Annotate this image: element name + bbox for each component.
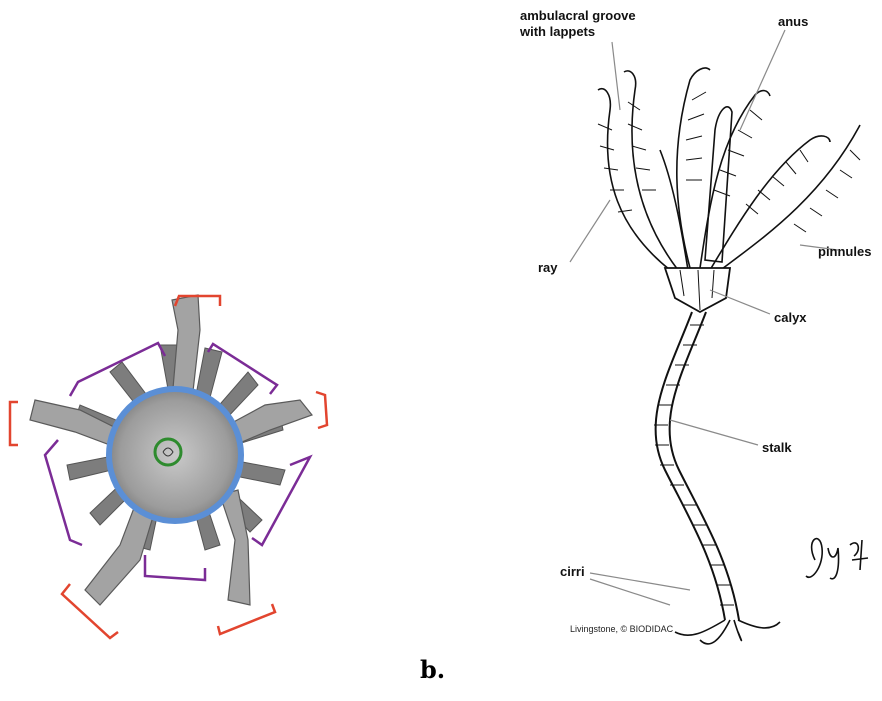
leader-stalk — [670, 420, 758, 445]
stalk-columnals — [654, 325, 734, 605]
crown-arms — [598, 68, 860, 272]
bracket-lower-right — [218, 604, 275, 634]
panel-caption: b. — [420, 655, 445, 684]
holdfast-cirri — [675, 620, 780, 644]
label-cirri: cirri — [560, 564, 585, 579]
leader-anus — [740, 30, 785, 130]
crinoid-anatomy-figure: ambulacral groove with lappets anus ray … — [500, 0, 882, 650]
bracket-left — [10, 402, 18, 445]
label-pinnules: pinnules — [818, 244, 871, 259]
crinoid-anatomy-panel: ambulacral groove with lappets anus ray … — [500, 0, 882, 650]
leader-ambulacral — [612, 42, 620, 110]
fossil-specimen-figure — [0, 0, 360, 696]
anal-tube — [705, 107, 732, 262]
stalk-left-edge — [656, 312, 725, 620]
label-stalk: stalk — [762, 440, 792, 455]
label-ray: ray — [538, 260, 558, 275]
label-with-lappets: with lappets — [519, 24, 595, 39]
stalk-right-edge — [670, 312, 739, 620]
handwritten-signature — [806, 539, 868, 579]
bracket-right — [316, 392, 327, 428]
calyx-cup — [665, 268, 730, 312]
leader-ray — [570, 200, 610, 262]
bracket-bottom — [145, 555, 205, 580]
fossil-specimen-panel — [0, 0, 360, 696]
bracket-left-lower — [45, 440, 82, 545]
label-anus: anus — [778, 14, 808, 29]
label-ambulacral-groove: ambulacral groove — [520, 8, 636, 23]
leader-cirri — [590, 573, 690, 605]
image-credit: Livingstone, © BIODIDAC — [570, 624, 674, 634]
label-calyx: calyx — [774, 310, 807, 325]
